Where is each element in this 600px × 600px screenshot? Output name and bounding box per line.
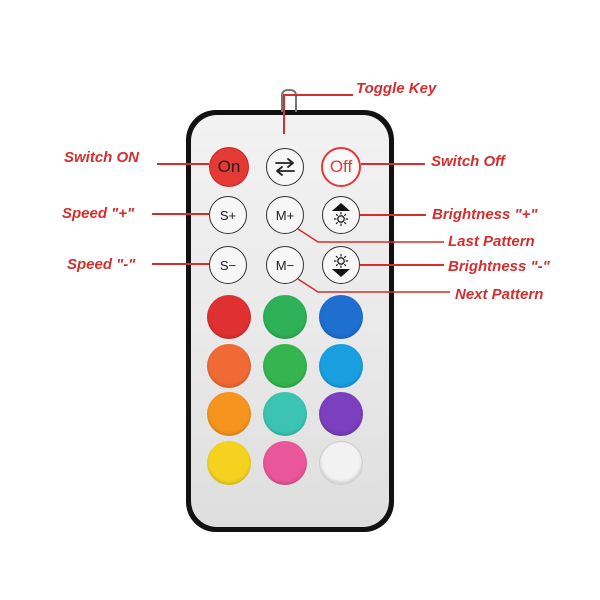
- callout-switch-on: Switch ON: [64, 149, 140, 166]
- brightness-down-icon: [332, 253, 350, 277]
- callout-switch-off: Switch Off: [431, 153, 505, 170]
- callout-line-toggle: [283, 94, 353, 96]
- callout-line-switch-on: [157, 163, 209, 165]
- callout-brightness-minus: Brightness "-": [448, 258, 550, 275]
- brightness-plus-button[interactable]: [322, 196, 360, 234]
- callout-brightness-plus: Brightness "+": [432, 206, 538, 223]
- callout-line-toggle-drop: [283, 94, 285, 134]
- color-button-6[interactable]: [319, 344, 363, 388]
- brightness-up-icon: [332, 203, 350, 227]
- color-button-10[interactable]: [207, 441, 251, 485]
- swap-arrows-icon: [275, 158, 295, 176]
- color-button-11[interactable]: [263, 441, 307, 485]
- speed-plus-button[interactable]: S+: [209, 196, 247, 234]
- callout-next-pattern: Next Pattern: [455, 286, 544, 303]
- on-button-label: On: [217, 157, 241, 176]
- on-button[interactable]: On: [209, 147, 249, 187]
- color-button-7[interactable]: [207, 392, 251, 436]
- callout-last-pattern: Last Pattern: [448, 233, 535, 250]
- color-button-2[interactable]: [263, 295, 307, 339]
- color-button-8[interactable]: [263, 392, 307, 436]
- color-button-3[interactable]: [319, 295, 363, 339]
- callout-speed-plus: Speed "+": [62, 205, 135, 222]
- callout-line-brightness-plus: [360, 214, 426, 216]
- toggle-button[interactable]: [266, 148, 304, 186]
- color-button-1[interactable]: [207, 295, 251, 339]
- off-button-label: Off: [329, 157, 353, 176]
- color-button-9[interactable]: [319, 392, 363, 436]
- color-button-4[interactable]: [207, 344, 251, 388]
- callout-line-speed-plus: [152, 213, 209, 215]
- brightness-minus-button[interactable]: [322, 246, 360, 284]
- callout-speed-minus: Speed "-": [67, 256, 136, 273]
- mode-plus-button[interactable]: M+: [266, 196, 304, 234]
- color-button-5[interactable]: [263, 344, 307, 388]
- speed-minus-label: S−: [219, 257, 237, 273]
- callout-line-speed-minus: [152, 263, 209, 265]
- callout-line-switch-off: [361, 163, 425, 165]
- color-button-12[interactable]: [319, 441, 363, 485]
- speed-minus-button[interactable]: S−: [209, 246, 247, 284]
- callout-line-brightness-minus: [360, 264, 444, 266]
- mode-minus-button[interactable]: M−: [266, 246, 304, 284]
- mode-minus-label: M−: [275, 257, 295, 273]
- off-button[interactable]: Off: [321, 147, 361, 187]
- callout-toggle-key: Toggle Key: [356, 80, 437, 97]
- speed-plus-label: S+: [219, 207, 237, 223]
- mode-plus-label: M+: [275, 207, 295, 223]
